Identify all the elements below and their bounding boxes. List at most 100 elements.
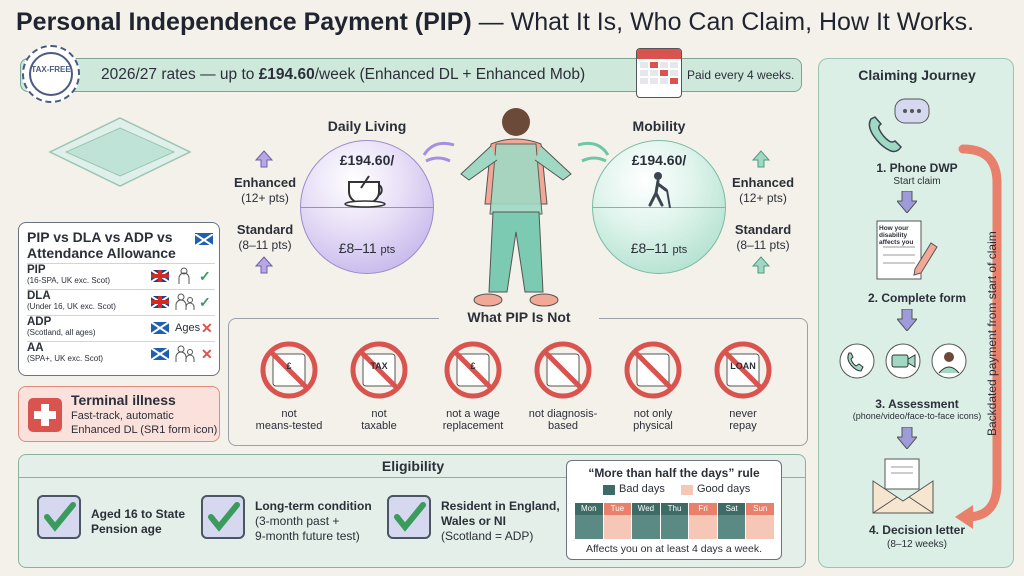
seal-text: TAX-FREE: [31, 65, 71, 74]
scotland-flag-icon: [151, 348, 169, 360]
mobility-divider: [592, 207, 726, 208]
bad-days-swatch: [603, 485, 615, 495]
page-title-rest: — What It Is, Who Can Claim, How It Work…: [471, 8, 975, 36]
dl-enhanced-label: Enhanced: [233, 175, 297, 190]
up-arrow-icon: [255, 256, 273, 274]
rates-suffix: /week (Enhanced DL + Enhanced Mob): [314, 66, 586, 83]
bad-day-cell: [717, 515, 747, 539]
prohibited-icon: [714, 341, 772, 399]
claiming-journey-panel: Claiming Journey 1. Phone DWP Start clai…: [818, 58, 1014, 568]
terminal-title: Terminal illness: [71, 392, 176, 408]
down-arrow-icon: [897, 191, 917, 213]
table-row: ADP (Scotland, all ages) Ages ✕: [27, 315, 215, 341]
rates-banner: 2026/27 rates — up to £194.60/week (Enha…: [20, 58, 802, 92]
check-icon: ✓: [199, 268, 211, 284]
not-item-line2: taxable: [361, 420, 397, 432]
not-item-line2: means-tested: [255, 420, 323, 432]
row-name: DLA: [27, 290, 51, 302]
rule-title: “More than half the days” rule: [588, 466, 760, 480]
good-day-cell: [746, 515, 776, 539]
day-header: Sun: [746, 503, 776, 515]
not-item-line2: repay: [729, 420, 757, 432]
row-name: PIP: [27, 264, 46, 276]
table-row: DLA (Under 16, UK exc. Scot) ✓: [27, 289, 215, 315]
cross-icon: ✕: [201, 346, 213, 362]
mobility-bottom: £8–11 pts: [592, 240, 726, 256]
rates-amount: £194.60: [258, 66, 315, 83]
eligibility-title: Eligibility: [381, 458, 445, 474]
row-name: AA: [27, 342, 44, 354]
platform-icon: [48, 117, 192, 187]
good-day-cell: [689, 515, 718, 539]
walking-cane-icon: [648, 172, 671, 209]
mob-standard-sub: (8–11 pts): [736, 238, 790, 252]
page-title: Personal Independence Payment (PIP) — Wh…: [16, 8, 1016, 37]
bad-days-label: Bad days: [619, 483, 665, 495]
not-item-line1: never: [729, 408, 757, 420]
dl-standard-sub: (8–11 pts): [238, 238, 292, 252]
eligibility-line2: Pension age: [91, 522, 162, 536]
mobility-top-value: £194.60/: [631, 152, 687, 168]
mob-enhanced-sub: (12+ pts): [739, 191, 787, 205]
paid-every-text: Paid every 4 weeks.: [687, 68, 795, 82]
rates-text: 2026/27 rates — up to £194.60/week (Enha…: [101, 66, 585, 84]
journey-step-4-sub: (8–12 weeks): [886, 539, 948, 550]
rule-footer: Affects you on at least 4 days a week.: [585, 543, 763, 555]
cross-icon: ✕: [201, 320, 213, 336]
assessment-icons: [839, 343, 967, 379]
row-name: ADP: [27, 316, 52, 328]
daily-living-top-value: £194.60/: [339, 152, 395, 168]
daily-living-bottom-unit: pts: [380, 244, 396, 256]
eligibility-item: Resident in England, Wales or NI (Scotla…: [441, 499, 560, 544]
journey-step-1-sub: Start claim: [893, 176, 941, 187]
green-sparkle-icon: [577, 141, 610, 163]
eligibility-line1: Long-term condition: [255, 499, 372, 513]
prohibited-icon: [444, 341, 502, 399]
comparison-title: PIP vs DLA vs ADP vs Attendance Allowanc…: [27, 229, 176, 261]
eligibility-line1: Aged 16 to State: [91, 507, 186, 521]
what-pip-is-not-panel: What PIP Is Not: [228, 309, 808, 446]
eligibility-line3: (Scotland = ADP): [441, 529, 534, 543]
icon-text: £: [286, 361, 292, 371]
family-icon: [175, 345, 195, 362]
scotland-flag-icon: [194, 233, 214, 247]
table-row: PIP (16-SPA, UK exc. Scot) ✓: [27, 263, 215, 289]
scotland-flag-icon: [151, 322, 169, 334]
good-day-cell: [603, 515, 633, 539]
eligibility-line3: 9-month future test): [255, 529, 360, 543]
not-item-line1: not diagnosis-: [528, 408, 598, 420]
up-arrow-icon: [752, 256, 770, 274]
rates-prefix: 2026/27 rates — up to: [101, 66, 259, 83]
what-pip-is-not-title: What PIP Is Not: [439, 309, 599, 325]
row-sub: (SPA+, UK exc. Scot): [27, 354, 104, 363]
person-figure-icon: [460, 108, 572, 307]
prohibited-icon: [350, 341, 408, 399]
not-item-line1: not only: [633, 408, 673, 420]
row-sub: (16-SPA, UK exc. Scot): [27, 276, 110, 285]
journey-step-3-label: 3. Assessment: [875, 397, 959, 411]
prohibited-icon: [624, 341, 682, 399]
row-sub: (Scotland, all ages): [27, 328, 96, 337]
not-item-line2: based: [548, 420, 578, 432]
bad-day-cell: [632, 515, 661, 539]
terminal-line2: Enhanced DL (SR1 form icon): [71, 424, 218, 436]
eligibility-line2: Wales or NI: [441, 514, 506, 528]
journey-step-2-label: 2. Complete form: [867, 291, 966, 305]
dl-enhanced-sub: (12+ pts): [241, 191, 289, 205]
teacup-icon: [344, 175, 386, 208]
checkbox-icon: [201, 495, 245, 539]
phone-icon: [868, 98, 930, 153]
tax-free-seal-icon: TAX-FREE: [22, 45, 80, 103]
mobility-bottom-value: £8–11: [630, 240, 669, 256]
prohibited-icon: [534, 341, 592, 399]
comparison-table: PIP vs DLA vs ADP vs Attendance Allowanc…: [18, 222, 220, 376]
mob-enhanced-label: Enhanced: [731, 175, 795, 190]
day-header: Mon: [575, 503, 604, 515]
daily-living-bottom: £8–11 pts: [300, 240, 434, 256]
mobility-title: Mobility: [632, 118, 686, 134]
